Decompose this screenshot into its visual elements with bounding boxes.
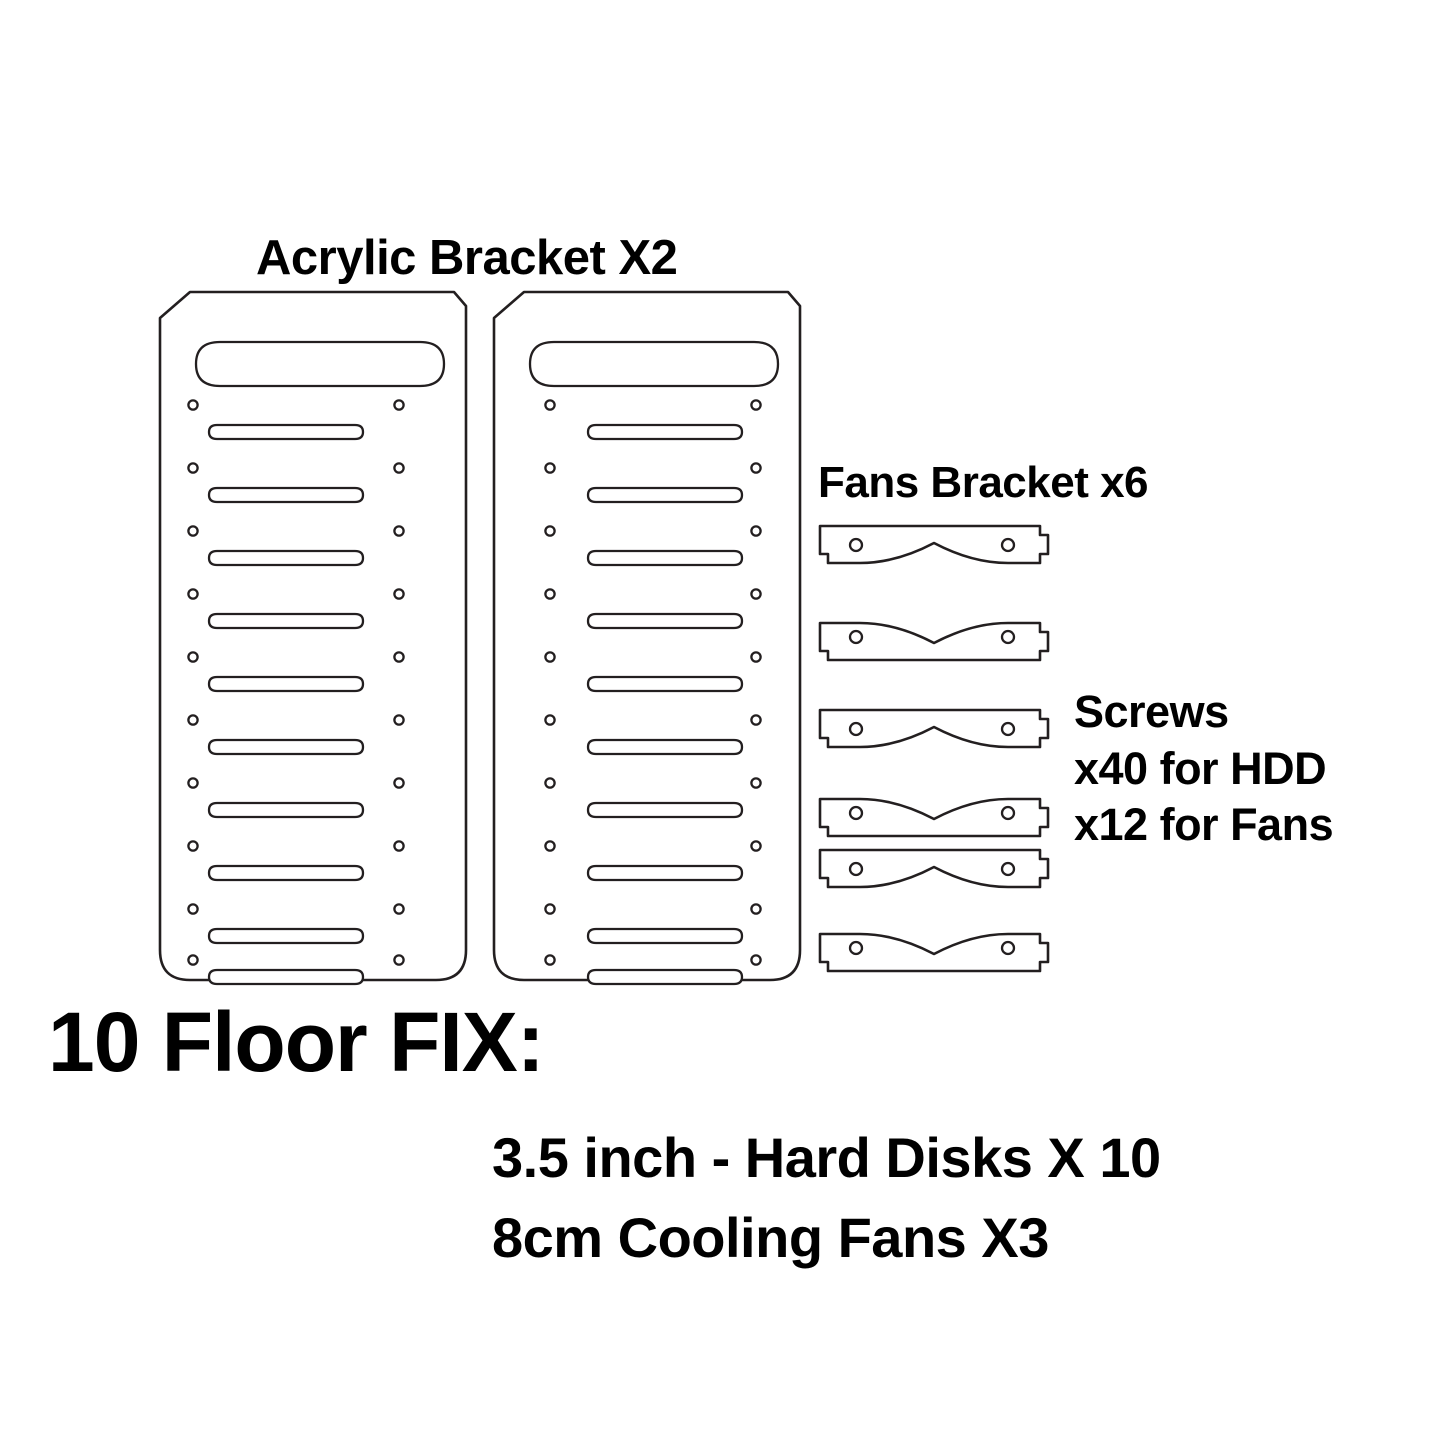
capacity-spec-block: 3.5 inch - Hard Disks X 10 8cm Cooling F… [492,1118,1161,1277]
screws-info-block: Screws x40 for HDD x12 for Fans [1074,684,1334,854]
fan-bracket-3 [818,708,1050,749]
fans-bracket-heading: Fans Bracket x6 [818,458,1149,507]
fan-bracket-4 [818,797,1050,838]
acrylic-bracket-heading: Acrylic Bracket X2 [256,231,678,285]
screws-title: Screws [1074,686,1229,737]
fan-bracket-2 [818,621,1050,662]
spec-hard-disks: 3.5 inch - Hard Disks X 10 [492,1126,1161,1189]
screws-hdd-count: x40 for HDD [1074,742,1327,794]
spec-cooling-fans: 8cm Cooling Fans X3 [492,1205,1049,1269]
screws-fans-count: x12 for Fans [1074,799,1334,851]
fan-bracket-1 [818,524,1050,565]
acrylic-panel-left [158,290,468,986]
fan-bracket-6 [818,932,1050,973]
fan-bracket-5 [818,848,1050,889]
acrylic-panel-right [492,290,802,986]
fan-bracket-group [818,524,1050,973]
floor-fix-heading: 10 Floor FIX: [48,995,545,1089]
